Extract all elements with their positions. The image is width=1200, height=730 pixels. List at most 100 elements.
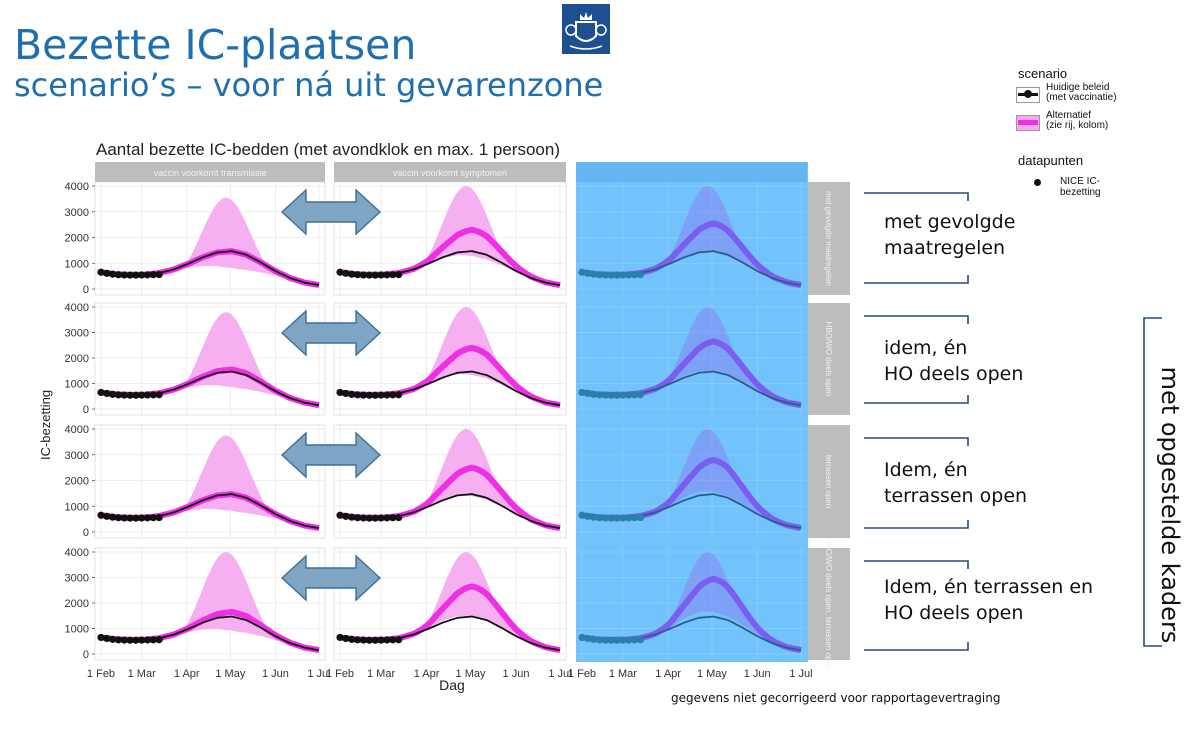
observed-point	[342, 634, 350, 643]
observed-point	[342, 269, 350, 277]
observed-point	[590, 390, 598, 398]
observed-point	[97, 633, 105, 642]
row-note-line: HO deels open	[884, 602, 1024, 624]
observed-point	[590, 513, 598, 521]
observed-point	[336, 388, 344, 397]
observed-point	[601, 636, 609, 644]
observed-point	[132, 514, 140, 522]
bracket	[864, 315, 969, 404]
y-tick-label: 3000	[65, 328, 89, 340]
observed-point	[149, 514, 157, 522]
row-note-line: Idem, én	[884, 459, 968, 481]
observed-point	[97, 388, 105, 397]
legend-key-baseline	[1016, 87, 1040, 103]
observed-point	[578, 511, 586, 519]
observed-point	[103, 512, 111, 520]
observed-point	[149, 391, 157, 399]
observed-point	[383, 391, 391, 399]
x-tick-label: 1 May	[215, 668, 245, 680]
observed-point	[114, 271, 123, 279]
side-label: met opgestelde kaders	[1150, 340, 1190, 670]
observed-point	[336, 511, 344, 519]
column-strip	[95, 162, 325, 182]
y-tick-label: 4000	[65, 424, 89, 436]
legend: scenario Huidige beleid (met vaccinatie)…	[1014, 66, 1117, 198]
observed-point	[348, 635, 356, 643]
uncertainty-band	[582, 552, 801, 651]
observed-point	[395, 513, 403, 522]
observed-point	[607, 636, 615, 644]
x-tick-label: 1 May	[697, 668, 727, 680]
y-tick-label: 1000	[65, 258, 89, 270]
y-tick-label: 2000	[65, 233, 89, 245]
observed-point	[132, 271, 140, 279]
observed-point	[365, 514, 373, 522]
observed-point	[371, 514, 379, 522]
column-strip	[334, 162, 566, 182]
panel	[333, 424, 567, 539]
panel	[94, 547, 326, 661]
row-note-line: met gevolgde	[884, 211, 1016, 233]
x-tick-label: 1 Jul	[789, 668, 812, 680]
x-tick-label: 1 Mar	[609, 668, 637, 680]
observed-point	[601, 271, 609, 279]
panel	[576, 182, 807, 295]
x-tick-label: 1 Feb	[568, 668, 596, 680]
observed-point	[348, 270, 356, 278]
y-tick-label: 1000	[65, 624, 89, 636]
observed-point	[97, 268, 105, 276]
legend-points-label: NICE IC-bezetting	[1060, 176, 1101, 198]
observed-point	[359, 514, 368, 522]
observed-point	[138, 271, 146, 279]
observed-point	[143, 391, 152, 399]
observed-point	[359, 271, 368, 279]
row-note-4: Idem, én terrassen en HO deels open	[884, 574, 1093, 626]
observed-point	[109, 513, 117, 521]
legend-title: scenario	[1018, 66, 1068, 81]
observed-point	[630, 636, 639, 644]
panel	[94, 424, 326, 539]
y-tick-label: 0	[83, 284, 89, 296]
double-arrow-icon	[280, 188, 382, 236]
observed-point	[389, 271, 397, 279]
y-tick-label: 0	[83, 404, 89, 416]
observed-point	[590, 635, 598, 643]
observed-point	[377, 271, 385, 279]
observed-point	[354, 636, 362, 644]
observed-point	[383, 271, 391, 279]
x-tick-label: 1 Feb	[87, 668, 115, 680]
y-tick-label: 4000	[65, 302, 89, 314]
legend-item-alternative: Alternatief (zie rij, kolom)	[1014, 111, 1108, 137]
observed-point	[138, 514, 146, 522]
observed-point	[377, 636, 385, 644]
observed-point	[607, 514, 615, 522]
observed-point	[114, 636, 123, 644]
row-note-line: idem, én	[884, 337, 968, 359]
observed-point	[103, 634, 111, 643]
slide-subtitle: scenario’s – voor ná uit gevarenzone	[14, 66, 604, 104]
x-tick-label: 1 Jun	[744, 668, 771, 680]
observed-point	[636, 270, 645, 279]
y-tick-label: 1000	[65, 379, 89, 391]
observed-point	[126, 391, 134, 399]
observed-point	[132, 391, 140, 399]
observed-point	[625, 271, 633, 279]
observed-point	[584, 389, 592, 398]
observed-point	[149, 271, 157, 279]
observed-point	[595, 514, 604, 522]
observed-point	[354, 271, 362, 279]
observed-point	[389, 514, 397, 522]
row-note-line: terrassen open	[884, 485, 1028, 507]
observed-point	[365, 391, 373, 399]
observed-point	[109, 270, 117, 278]
y-tick-label: 2000	[65, 353, 89, 365]
y-tick-label: 2000	[65, 598, 89, 610]
x-tick-label: 1 Feb	[326, 668, 354, 680]
bracket	[864, 560, 969, 651]
observed-point	[395, 391, 403, 399]
y-tick-label: 2000	[65, 476, 89, 488]
observed-point	[613, 636, 621, 644]
observed-point	[103, 389, 111, 398]
observed-point	[120, 391, 128, 399]
side-label-text: met opgestelde kaders	[1156, 366, 1184, 644]
